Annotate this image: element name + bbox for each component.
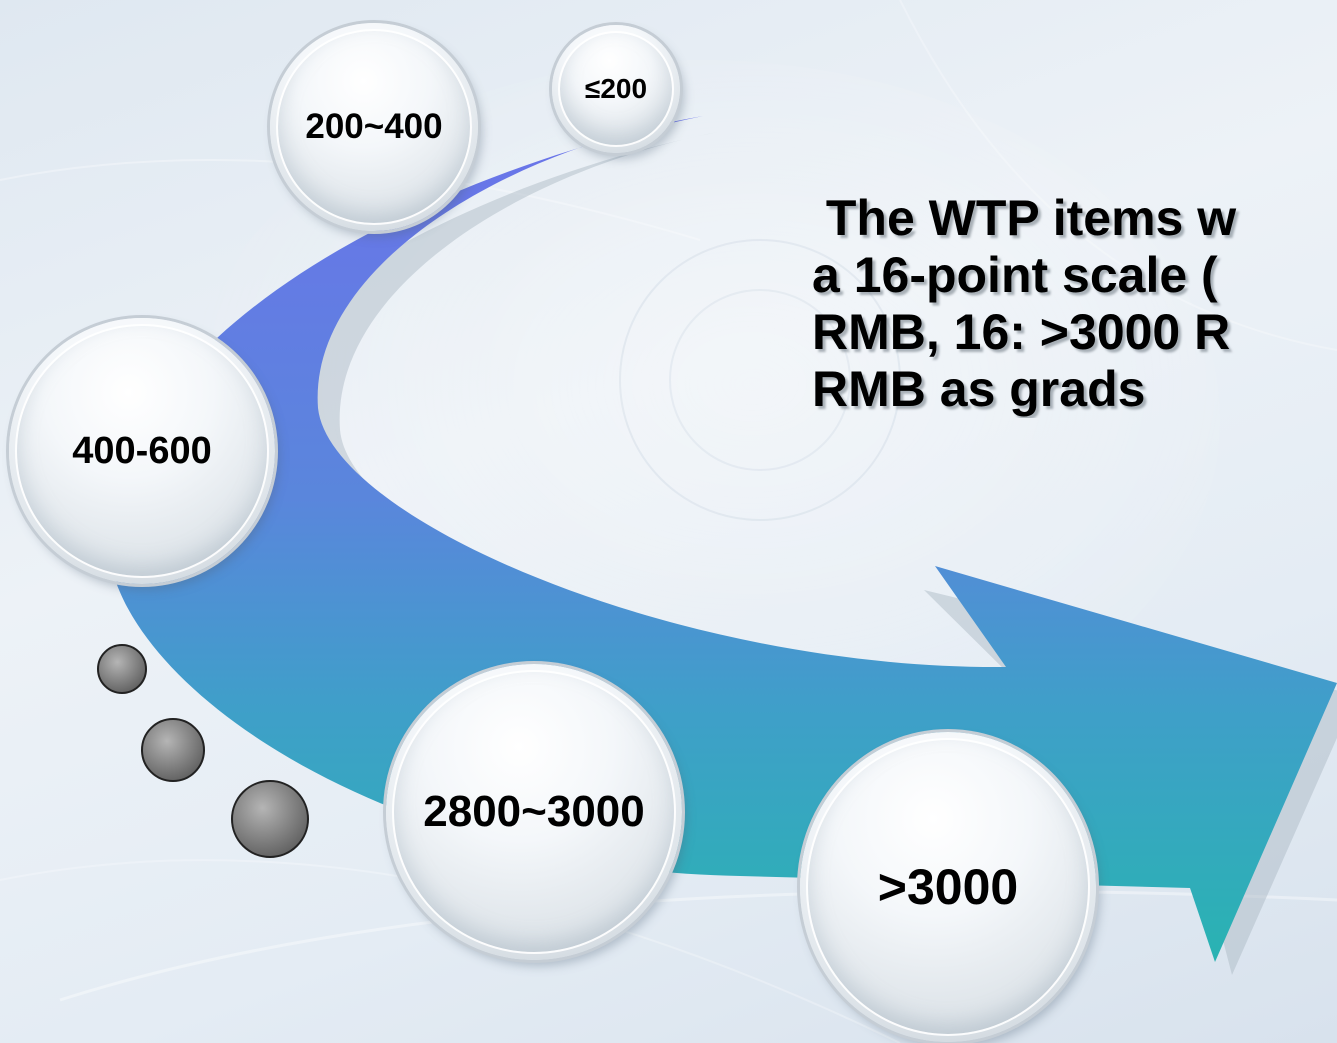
gray-dot-icon [97,644,147,694]
scale-label: 400-600 [72,429,212,472]
scale-label: >3000 [877,859,1019,915]
description-line: RMB as grads [812,361,1146,417]
scale-bubble-400-600: 400-600 [9,318,275,584]
description-line: RMB, 16: >3000 R [812,304,1231,360]
scale-bubble-gt3000: >3000 [800,732,1096,1042]
gray-dot-icon [231,780,309,858]
scale-label: 2800~3000 [423,787,645,836]
description-line: The WTP items w [812,190,1237,246]
scale-bubble-le200: ≤200 [552,25,680,153]
scale-bubble-200-400: 200~400 [270,23,478,231]
scale-label: 200~400 [305,107,443,146]
bubble-ring [392,670,676,954]
gray-dot-icon [141,718,205,782]
bubble-ring [558,31,674,147]
bubble-ring [806,738,1090,1036]
bubble-ring [276,29,472,225]
bubble-ring [15,324,269,578]
description-line: a 16-point scale ( [812,247,1218,303]
description-text: The WTP items w a 16-point scale ( RMB, … [812,190,1337,418]
scale-bubble-2800-3000: 2800~3000 [386,664,682,960]
scale-label: ≤200 [584,73,648,104]
